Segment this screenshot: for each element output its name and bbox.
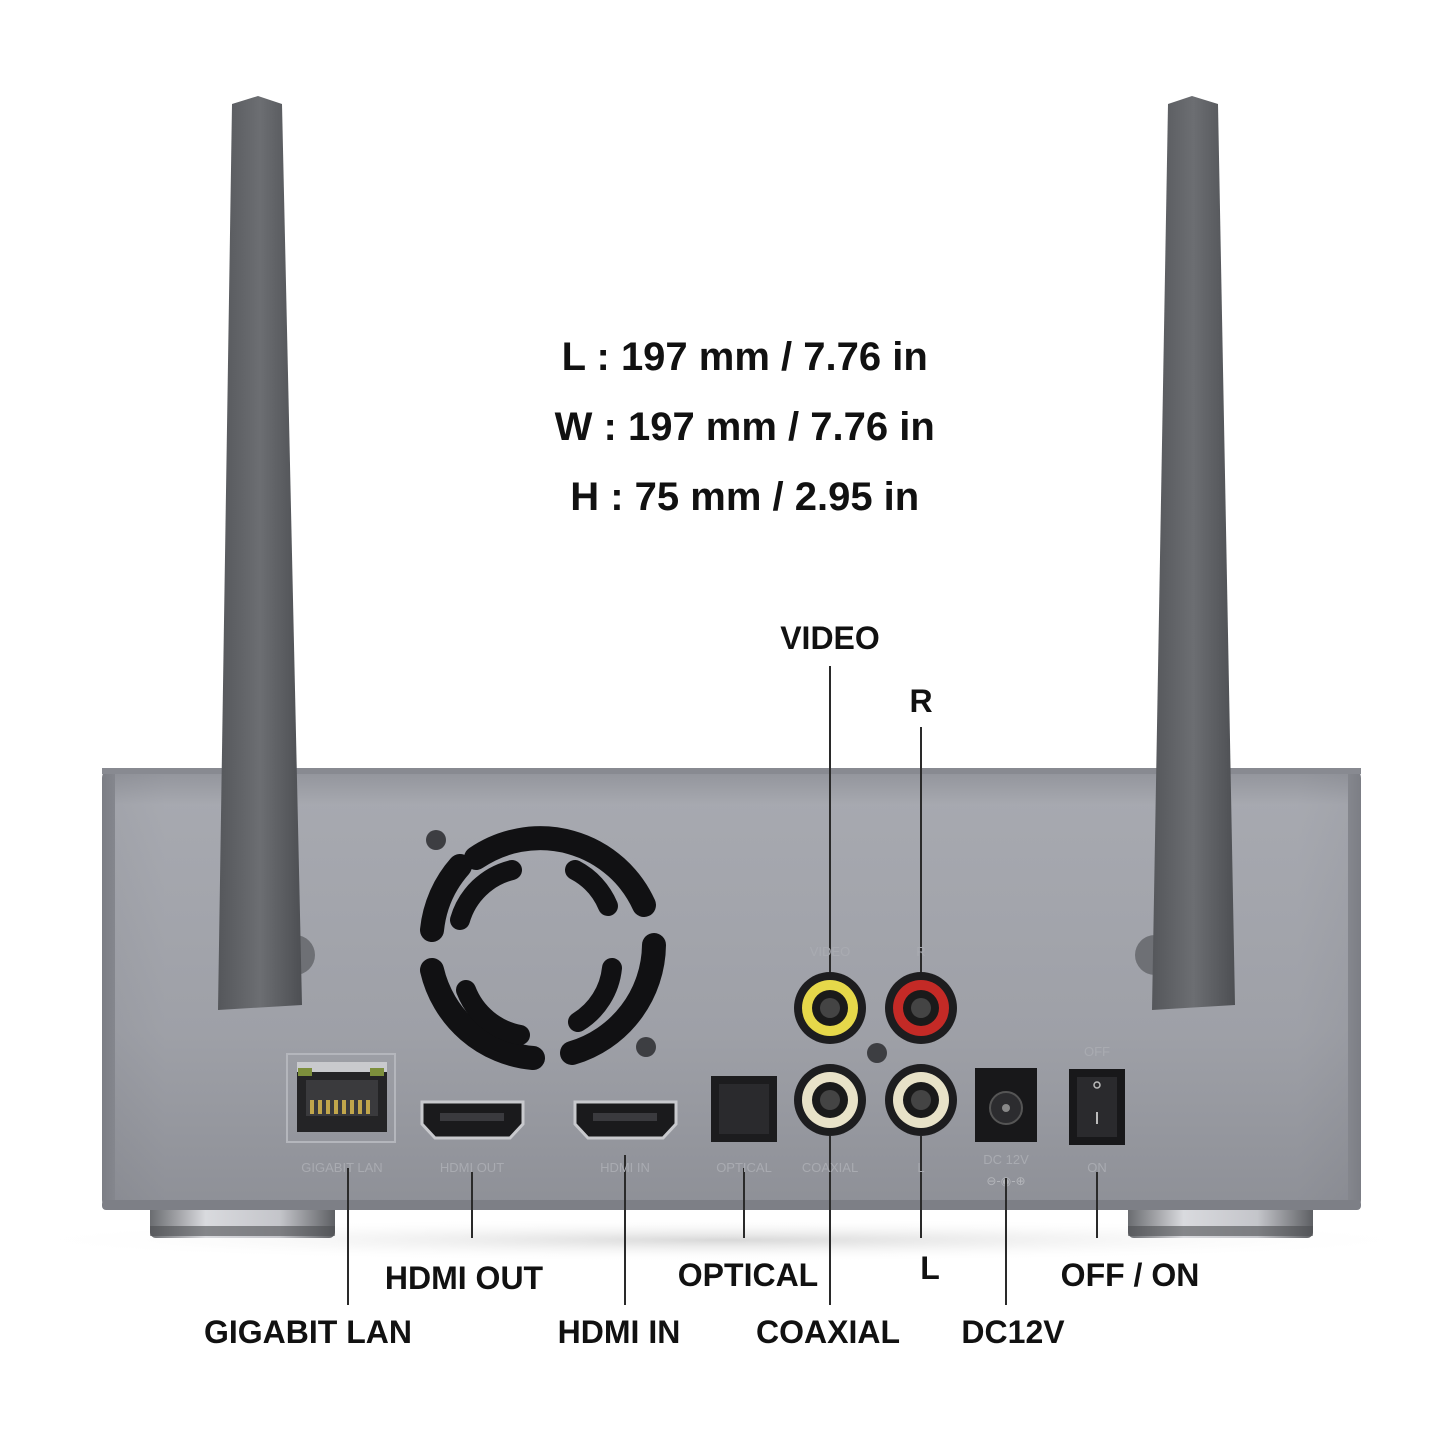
panel-label-l: L (917, 1160, 925, 1175)
rca-video-jack (794, 972, 866, 1044)
dimension-length-label: L (561, 335, 586, 379)
dimension-width: W : 197 mm / 7.76 in (554, 405, 935, 449)
device-body (102, 768, 1361, 1210)
optical-port (711, 1076, 777, 1142)
panel-label-r: R (916, 944, 926, 959)
screw-icon (426, 830, 446, 850)
hdmi-out-port (420, 1100, 525, 1140)
callout-l: L (920, 1250, 940, 1286)
dimension-height-value: 75 mm / 2.95 in (634, 475, 920, 519)
power-switch (1069, 1069, 1125, 1145)
dimension-width-label: W (554, 405, 593, 449)
callout-optical: OPTICAL (677, 1257, 819, 1293)
callout-dc12v: DC12V (961, 1314, 1065, 1350)
callout-hdmi-out: HDMI OUT (384, 1260, 544, 1296)
panel-label-on: ON (1087, 1160, 1107, 1175)
hdmi-in-port (573, 1100, 678, 1140)
panel-label-optical: OPTICAL (716, 1160, 772, 1175)
lan-port (286, 1053, 396, 1143)
callout-lines (347, 666, 1098, 1305)
panel-label-gigabit-lan: GIGABIT LAN (301, 1160, 383, 1175)
screw-icon (636, 1037, 656, 1057)
panel-label-off: OFF (1084, 1044, 1110, 1059)
rca-right-jack (885, 972, 957, 1044)
panel-label-hdmi-out: HDMI OUT (439, 1160, 505, 1175)
dimension-width-value: 197 mm / 7.76 in (627, 405, 935, 449)
callout-gigabit-lan: GIGABIT LAN (204, 1314, 412, 1350)
dc-power-jack (975, 1068, 1037, 1142)
dimension-height-label: H (570, 475, 600, 519)
callout-hdmi-in: HDMI IN (557, 1314, 681, 1350)
rca-left-jack (885, 1064, 957, 1136)
rca-coaxial-jack (794, 1064, 866, 1136)
callout-coaxial: COAXIAL (756, 1314, 900, 1350)
panel-label-coaxial: COAXIAL (801, 1160, 859, 1175)
panel-label-video: VIDEO (809, 944, 851, 959)
dimension-height: H : 75 mm / 2.95 in (570, 475, 920, 519)
screw-icon (867, 1043, 887, 1063)
right-antenna (1152, 96, 1235, 1010)
left-antenna (218, 96, 302, 1010)
callout-off-on: OFF / ON (1060, 1257, 1200, 1293)
panel-label-hdmi-in: HDMI IN (600, 1160, 650, 1175)
callout-r: R (909, 683, 933, 719)
dimension-length: L : 197 mm / 7.76 in (561, 335, 928, 379)
callout-video: VIDEO (780, 620, 880, 656)
fan-vent (420, 826, 666, 1070)
dimension-length-value: 197 mm / 7.76 in (620, 335, 928, 379)
floor-shadow (2, 1218, 1442, 1262)
panel-label-dc12v: DC 12V (983, 1152, 1029, 1167)
